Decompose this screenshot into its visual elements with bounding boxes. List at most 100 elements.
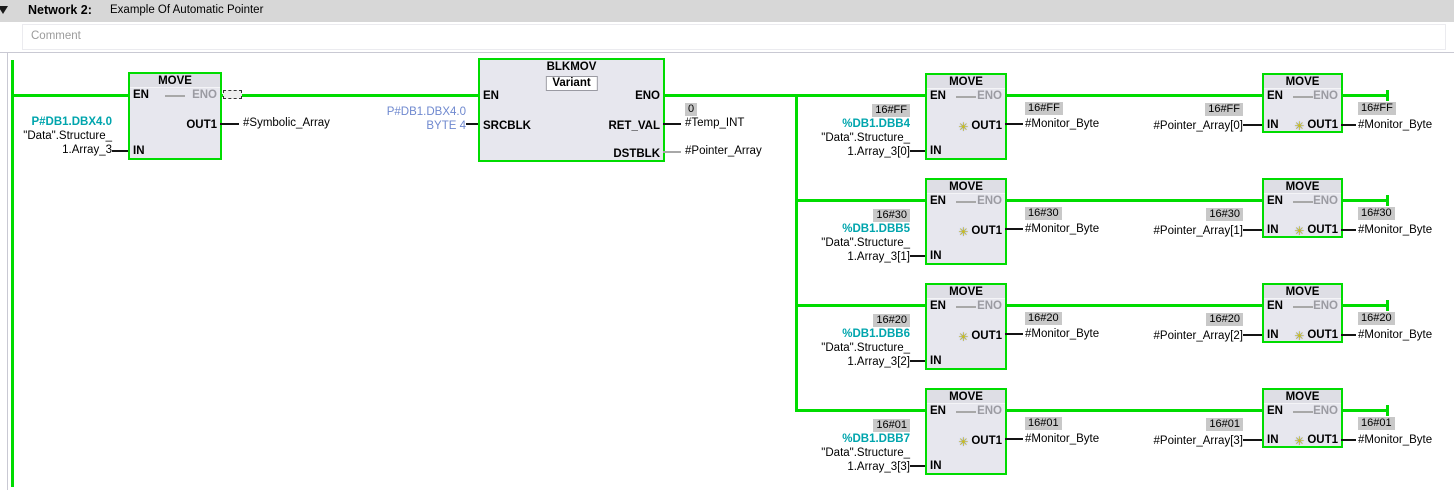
pointer-address: P#DB1.DBX4.0 (31, 116, 112, 128)
monitor-value-badge: 16#20 (873, 314, 910, 327)
branch-wire-row3[interactable] (795, 304, 927, 307)
symbol-line: 1.Array_3 (62, 144, 112, 156)
out1-port: OUT1 (971, 225, 1002, 237)
in-wire (910, 255, 925, 257)
ptr-in-operand-row2[interactable]: 16#30 #Pointer_Array[1] (1060, 207, 1243, 238)
move-in-operand-row1[interactable]: 16#FF %DB1.DBB4 "Data".Structure_ 1.Arra… (690, 103, 910, 159)
network-header[interactable]: Network 2: Example Of Automatic Pointer (0, 0, 1454, 22)
db-address: %DB1.DBB5 (842, 223, 910, 235)
en-port: EN (483, 90, 499, 102)
right-out-operand[interactable]: #Monitor_Byte (1358, 329, 1433, 341)
en-port: EN (930, 405, 946, 417)
monitor-value-badge: 16#01 (1025, 417, 1062, 430)
in-wire (1243, 334, 1262, 336)
left-power-rail[interactable] (11, 60, 14, 487)
move1-in-operand[interactable]: P#DB1.DBX4.0 "Data".Structure_ 1.Array_3 (0, 115, 112, 157)
eno-stub-row2[interactable] (1341, 199, 1389, 202)
in-port: IN (930, 145, 942, 157)
network-comment-field[interactable]: Comment (22, 24, 1446, 50)
move-block-db-row3[interactable]: MOVE EN ENO ✳OUT1 IN (925, 283, 1007, 370)
out-wire (1341, 229, 1356, 231)
monitor-value-badge: 16#FF (1358, 102, 1396, 115)
move-block-ptr-row3[interactable]: MOVE EN ENO IN ✳OUT1 (1262, 283, 1343, 343)
monitor-value-badge: 16#20 (1358, 312, 1395, 325)
in-wire (1243, 229, 1262, 231)
wire-mid-to-right-row3[interactable] (1005, 304, 1264, 307)
canvas-left-border (7, 52, 8, 490)
right-out-operand[interactable]: #Monitor_Byte (1358, 119, 1433, 131)
network-collapse-icon[interactable] (0, 6, 8, 14)
eno-stub-row1[interactable] (1341, 94, 1389, 97)
wire-mid-to-right-row4[interactable] (1005, 409, 1264, 412)
pointer-constant-line: BYTE 4 (426, 120, 466, 132)
block-title: MOVE (927, 285, 1005, 299)
ptr-in-operand-row4[interactable]: 16#01 #Pointer_Array[3] (1060, 417, 1243, 448)
en-port: EN (930, 90, 946, 102)
insert-placeholder-box[interactable] (223, 90, 242, 99)
in-wire (910, 465, 925, 467)
srcblk-operand[interactable]: P#DB1.DBX4.0 BYTE 4 (340, 105, 466, 133)
mid-out-operand[interactable]: #Monitor_Byte (1025, 433, 1100, 445)
move-block-db-row4[interactable]: MOVE EN ENO ✳OUT1 IN (925, 388, 1007, 475)
branch-wire-row2[interactable] (795, 199, 927, 202)
block-title: MOVE (1264, 75, 1341, 89)
block-title: MOVE (927, 180, 1005, 194)
out-wire (1005, 438, 1023, 440)
network-title[interactable]: Example Of Automatic Pointer (110, 4, 264, 16)
move-block-db-row2[interactable]: MOVE EN ENO ✳OUT1 IN (925, 178, 1007, 265)
move-in-operand-row4[interactable]: 16#01 %DB1.DBB7 "Data".Structure_ 1.Arra… (690, 418, 910, 474)
dstblk-operand[interactable]: #Pointer_Array (685, 145, 762, 157)
move1-in-wire (112, 150, 128, 152)
en-eno-dash (1292, 96, 1313, 98)
out1-port: OUT1 (1307, 329, 1338, 341)
mid-out-operand[interactable]: #Monitor_Byte (1025, 223, 1100, 235)
modified-star-icon: ✳ (1294, 223, 1305, 238)
wire-end-tick (1386, 405, 1389, 416)
wire-rail-to-move1[interactable] (12, 94, 130, 97)
in-port: IN (133, 145, 145, 157)
monitor-value-badge: 16#30 (873, 209, 910, 222)
wire-end-tick (1386, 195, 1389, 206)
blkmov-block[interactable]: BLKMOV Variant EN ENO SRCBLK RET_VAL DST… (478, 58, 665, 162)
out1-port: OUT1 (1307, 119, 1338, 131)
ptr-operand: #Pointer_Array[0] (1153, 120, 1244, 132)
move-block-ptr-row4[interactable]: MOVE EN ENO IN ✳OUT1 (1262, 388, 1343, 448)
move1-out-operand[interactable]: #Symbolic_Array (243, 117, 330, 129)
mid-out-operand[interactable]: #Monitor_Byte (1025, 118, 1100, 130)
in-wire (910, 150, 925, 152)
move1-block[interactable]: MOVE EN ENO OUT1 IN (128, 72, 222, 160)
en-port: EN (1267, 405, 1283, 417)
wire-mid-to-right-row1[interactable] (1005, 94, 1264, 97)
eno-port: ENO (977, 405, 1002, 417)
srcblk-wire (466, 123, 478, 125)
in-port: IN (1267, 224, 1279, 236)
eno-port: ENO (977, 90, 1002, 102)
move-block-db-row1[interactable]: MOVE EN ENO ✳OUT1 IN (925, 73, 1007, 160)
eno-stub-row4[interactable] (1341, 409, 1389, 412)
wire-move1-to-blkmov[interactable] (220, 94, 478, 97)
wire-end-tick (1386, 90, 1389, 101)
monitor-value-badge: 16#30 (1358, 207, 1395, 220)
mid-out-operand[interactable]: #Monitor_Byte (1025, 328, 1100, 340)
eno-stub-row3[interactable] (1341, 304, 1389, 307)
move-block-ptr-row1[interactable]: MOVE EN ENO IN ✳OUT1 (1262, 73, 1343, 133)
block-title: BLKMOV (546, 61, 597, 73)
right-out-operand[interactable]: #Monitor_Byte (1358, 224, 1433, 236)
ptr-in-operand-row1[interactable]: 16#FF #Pointer_Array[0] (1060, 102, 1243, 133)
move-block-ptr-row2[interactable]: MOVE EN ENO IN ✳OUT1 (1262, 178, 1343, 238)
blkmov-type-selector[interactable]: Variant (545, 76, 598, 91)
branch-wire-row4[interactable] (795, 409, 927, 412)
eno-port: ENO (1313, 405, 1338, 417)
wire-mid-to-right-row2[interactable] (1005, 199, 1264, 202)
ret-val-operand[interactable]: #Temp_INT (685, 117, 745, 129)
ptr-operand: #Pointer_Array[3] (1153, 435, 1244, 447)
ptr-operand: #Pointer_Array[1] (1153, 225, 1244, 237)
ptr-in-operand-row3[interactable]: 16#20 #Pointer_Array[2] (1060, 312, 1243, 343)
move-in-operand-row3[interactable]: 16#20 %DB1.DBB6 "Data".Structure_ 1.Arra… (690, 313, 910, 369)
modified-star-icon: ✳ (1294, 118, 1305, 133)
branch-rail[interactable] (795, 94, 798, 412)
comment-placeholder: Comment (31, 30, 81, 42)
en-port: EN (1267, 90, 1283, 102)
move-in-operand-row2[interactable]: 16#30 %DB1.DBB5 "Data".Structure_ 1.Arra… (690, 208, 910, 264)
right-out-operand[interactable]: #Monitor_Byte (1358, 434, 1433, 446)
